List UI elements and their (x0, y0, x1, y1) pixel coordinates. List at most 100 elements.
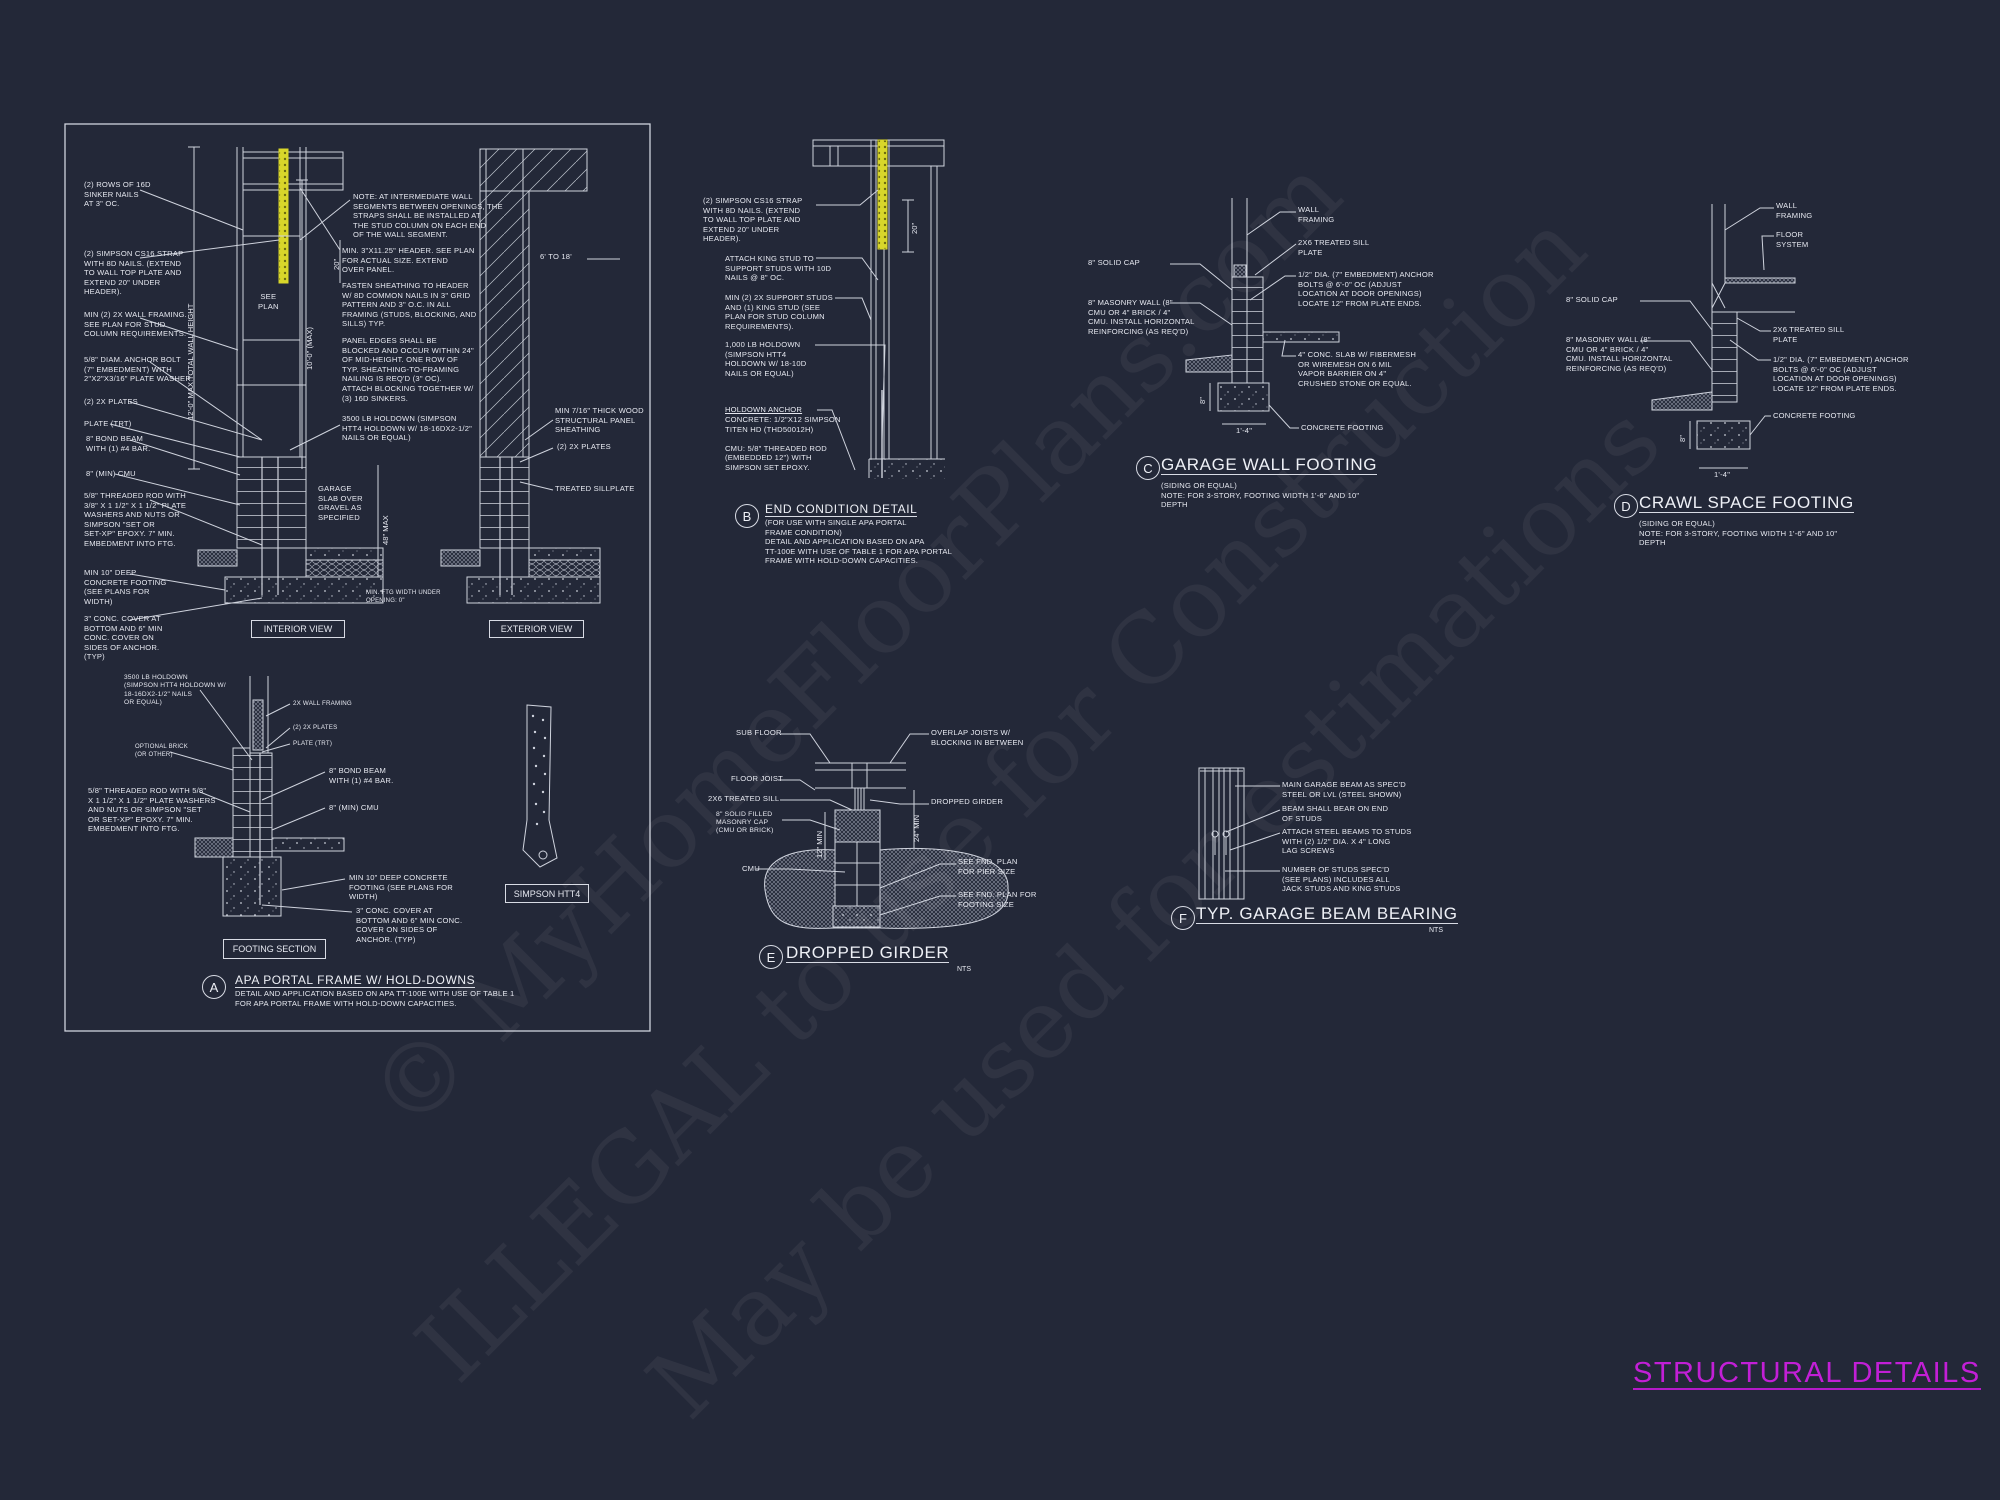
detail-f-title: TYP. GARAGE BEAM BEARING (1196, 904, 1458, 924)
detail-c-subtitle: (SIDING OR EQUAL) NOTE: FOR 3-STORY, FOO… (1161, 481, 1360, 510)
garage-wall-footing-drawing (1170, 198, 1340, 429)
detail-b-subtitle: (FOR USE WITH SINGLE APA PORTAL FRAME CO… (765, 518, 953, 566)
label-c-slab: 4" CONC. SLAB w/ FIBERMESH OR WIREMESH O… (1298, 350, 1417, 388)
detail-b-marker: B (735, 504, 759, 528)
footing-section-tag: FOOTING SECTION (223, 939, 326, 959)
sheet-title: STRUCTURAL DETAILS (1633, 1357, 1981, 1390)
detail-e-nts: NTS (957, 966, 971, 973)
label-e-masonry-cap: 8" SOLID FILLED MASONRY CAP (CMU OR BRIC… (716, 811, 774, 834)
label-header: MIN. 3"x11.25" HEADER. SEE PLAN FOR ACTU… (342, 246, 475, 275)
label-f-bear-on-studs: BEAM SHALL BEAR ON END OF STUDS (1282, 804, 1389, 823)
dim-48-max: 48" MAX (381, 515, 390, 545)
label-b-holdown-anchor: CONCRETE: 1/2"x12 SIMPSON TITEN HD (THD5… (725, 415, 841, 472)
label-d-masonry-wall: 8" MASONRY WALL (8" CMU OR 4" BRICK / 4"… (1566, 335, 1673, 373)
label-c-sill-plate: 2x6 TREATED SILL PLATE (1298, 238, 1370, 257)
label-e-floor-joist: FLOOR JOIST (731, 774, 783, 783)
label-b-support-studs: MIN (2) 2X SUPPORT STUDS AND (1) KING ST… (725, 293, 833, 331)
detail-f-marker: F (1171, 906, 1195, 930)
label-plate-trt: PLATE (TRT) (84, 419, 132, 428)
exterior-view-drawing (440, 148, 620, 604)
label-sheathing: MIN 7/16" THICK WOOD STRUCTURAL PANEL SH… (555, 406, 644, 435)
dim-d-width: 1'-4" (1714, 470, 1731, 479)
label-e-overlap-joists: OVERLAP JOISTS W/ BLOCKING IN BETWEEN (931, 728, 1024, 747)
label-conc-cover: 3" CONC. COVER AT BOTTOM AND 6" MIN CONC… (84, 614, 163, 662)
label-e-sub-floor: SUB FLOOR (736, 728, 782, 737)
footing-section-drawing (169, 676, 353, 917)
label-d-floor-system: FLOOR SYSTEM (1776, 230, 1809, 249)
label-d-anchor-bolts: 1/2" DIA. (7" EMBEDMENT) ANCHOR BOLTS @ … (1773, 355, 1909, 393)
label-fs-optional-brick: OPTIONAL BRICK (OR OTHER) (135, 744, 188, 758)
interior-view-drawing (109, 146, 384, 621)
label-f-lag-screws: ATTACH STEEL BEAMS TO STUDS WITH (2) 1/2… (1282, 827, 1412, 856)
label-d-wall-framing: WALL FRAMING (1776, 201, 1813, 220)
end-condition-drawing (812, 139, 945, 479)
label-d-concrete-footing: CONCRETE FOOTING (1773, 411, 1856, 420)
label-e-dropped-girder: DROPPED GIRDER (931, 797, 1003, 806)
simpson-htt4-tag: SIMPSON HTT4 (505, 884, 589, 903)
label-bond-beam: 8" BOND BEAM WITH (1) #4 BAR. (86, 434, 151, 453)
label-cs16-strap: (2) SIMPSON CS16 STRAP WITH 8d NAILS. (E… (84, 249, 184, 297)
label-c-concrete-footing: CONCRETE FOOTING (1301, 423, 1384, 432)
detail-d-title: CRAWL SPACE FOOTING (1639, 493, 1854, 513)
label-b-king-stud: ATTACH KING STUD TO SUPPORT STUDS WITH 1… (725, 254, 832, 283)
dim-total-height: 12'-0" MAX TOTAL WALL HEIGHT (186, 303, 195, 420)
label-fs-concrete-footing: MIN 10" DEEP CONCRETE FOOTING (SEE PLANS… (349, 873, 453, 902)
label-cmu: 8" (MIN) CMU (86, 469, 136, 478)
label-garage-slab: GARAGE SLAB OVER GRAVEL AS SPECIFIED (318, 484, 363, 522)
detail-a-marker: A (202, 975, 226, 999)
dropped-girder-drawing (756, 733, 1009, 929)
dim-c-width: 1'-4" (1236, 426, 1253, 435)
label-fs-bond-beam: 8" BOND BEAM WITH (1) #4 BAR. (329, 766, 394, 785)
label-fs-wall-framing: 2X WALL FRAMING (293, 700, 352, 707)
exterior-view-tag: EXTERIOR VIEW (489, 620, 584, 638)
label-fs-plate-trt: PLATE (TRT) (293, 740, 333, 747)
dim-e-24-min: 24" MIN (912, 814, 921, 842)
label-c-solid-cap: 8" SOLID CAP (1088, 258, 1140, 267)
label-concrete-footing: MIN 10" DEEP CONCRETE FOOTING (SEE PLANS… (84, 568, 167, 606)
dim-e-12-min: 12" MIN (815, 830, 824, 858)
label-fs-threaded-rod: 5/8" THREADED ROD WITH 5/8" x 1 1/2" x 1… (88, 786, 216, 834)
detail-a-frame (64, 123, 651, 1032)
label-c-anchor-bolts: 1/2" DIA. (7" EMBEDMENT) ANCHOR BOLTS @ … (1298, 270, 1434, 308)
label-rows-nails: (2) ROWS OF 16d SINKER NAILS AT 3" OC. (84, 180, 151, 209)
dim-d-depth: 8" (1678, 435, 1687, 442)
label-min-ftg-width: MIN. FTG WIDTH UNDER OPENING: 0" (366, 590, 441, 604)
label-c-masonry-wall: 8" MASONRY WALL (8" CMU OR 4" BRICK / 4"… (1088, 298, 1195, 336)
label-treated-sillplate: TREATED SILLPLATE (555, 484, 635, 493)
detail-c-marker: C (1136, 456, 1160, 480)
dim-max-height: 10'-0" (MAX) (305, 327, 314, 370)
label-fs-cmu: 8" (MIN) CMU (329, 803, 379, 812)
label-e-pier-size: SEE FND. PLAN FOR PIER SIZE (958, 857, 1018, 876)
label-note-intermediate: NOTE: AT INTERMEDIATE WALL SEGMENTS BETW… (353, 192, 503, 240)
interior-view-tag: INTERIOR VIEW (251, 620, 345, 638)
label-fs-conc-cover: 3" CONC. COVER AT BOTTOM AND 6" MIN CONC… (356, 906, 463, 944)
dim-b-20: 20" (910, 222, 919, 234)
detail-d-subtitle: (SIDING OR EQUAL) NOTE: FOR 3-STORY, FOO… (1639, 519, 1838, 548)
dim-width-range: 6' TO 18' (540, 252, 572, 261)
crawl-space-footing-drawing (1640, 204, 1796, 469)
simpson-htt4-drawing (522, 704, 558, 868)
detail-b-title: END CONDITION DETAIL (765, 502, 918, 517)
label-ext-plates: (2) 2x PLATES (557, 442, 611, 451)
label-plates: (2) 2x PLATES (84, 397, 138, 406)
label-e-treated-sill: 2x6 TREATED SILL (708, 794, 780, 803)
label-f-number-of-studs: NUMBER OF STUDS SPEC'D (SEE PLANS) INCLU… (1282, 865, 1401, 894)
label-c-wall-framing: WALL FRAMING (1298, 205, 1335, 224)
garage-beam-bearing-drawing (1198, 767, 1281, 900)
dim-see-plan: SEE PLAN (258, 292, 279, 311)
dim-c-depth: 8" (1198, 397, 1207, 404)
label-threaded-rod: 5/8" THREADED ROD WITH 3/8" x 1 1/2" x 1… (84, 491, 187, 548)
label-e-cmu: CMU (742, 864, 760, 873)
label-holdown-3500: 3500 LB HOLDOWN (SIMPSON HTT4 HOLDOWN W/… (342, 414, 473, 443)
label-fs-holdown: 3500 LB HOLDOWN (SIMPSON HTT4 HOLDOWN W/… (124, 674, 226, 707)
detail-f-nts: NTS (1429, 927, 1443, 934)
detail-e-marker: E (759, 945, 783, 969)
detail-e-title: DROPPED GIRDER (786, 943, 950, 963)
detail-a-title: APA PORTAL FRAME W/ HOLD-DOWNS (235, 973, 476, 988)
label-fasten-sheathing: FASTEN SHEATHING TO HEADER W/ 8d COMMON … (342, 281, 477, 329)
label-wall-framing: MIN (2) 2X WALL FRAMING. SEE PLAN FOR ST… (84, 310, 187, 339)
dim-strap-length: 20" (332, 258, 341, 270)
label-f-main-beam: MAIN GARAGE BEAM AS SPEC'D STEEL OR LVL … (1282, 780, 1406, 799)
